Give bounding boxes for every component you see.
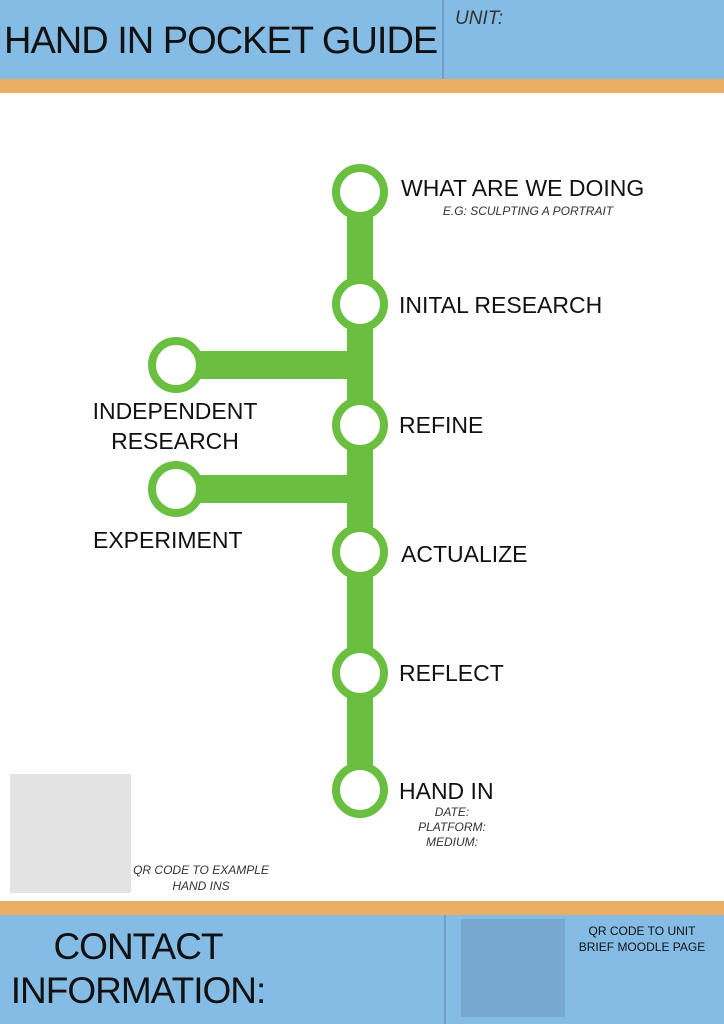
contact-line: INFORMATION: [10,970,267,1011]
footer-stripe [0,901,724,915]
caption-line: BRIEF MOODLE PAGE [578,940,706,954]
node-initial-research [332,276,388,332]
step-label: WHAT ARE WE DOING [401,175,645,201]
caption-line: HAND INS [172,879,230,893]
header-stripe [0,79,724,93]
hand-in-details: DATE: PLATFORM: MEDIUM: [402,805,502,850]
step-label: INITAL RESEARCH [399,292,603,318]
branch-label: INDEPENDENT RESEARCH [75,396,275,456]
detail-platform: PLATFORM: [418,820,486,834]
detail-date: DATE: [434,805,470,819]
detail-medium: MEDIUM: [426,835,478,849]
qr-right-caption: QR CODE TO UNIT BRIEF MOODLE PAGE [572,923,712,955]
node-refine [332,397,388,453]
header-divider [442,0,444,79]
node-hand-in [332,762,388,818]
qr-code-example-hand-ins[interactable] [10,774,131,893]
branch-label-line: RESEARCH [111,428,239,454]
header-bar [0,0,724,79]
branch-label: EXPERIMENT [93,527,243,553]
step-label: HAND IN [399,778,494,804]
qr-code-unit-brief[interactable] [461,919,565,1017]
node-independent-research [148,337,204,393]
branch-line-independent-research [176,351,360,379]
qr-left-caption: QR CODE TO EXAMPLE HAND INS [128,862,274,894]
footer-bar [0,915,724,1024]
page-title: HAND IN POCKET GUIDE [4,20,438,62]
node-actualize [332,524,388,580]
step-label: REFLECT [399,660,504,686]
node-reflect [332,645,388,701]
step-sub: E.G: SCULPTING A PORTRAIT [442,204,614,218]
node-what-are-we-doing [332,164,388,220]
branch-label-line: INDEPENDENT [92,398,258,424]
caption-line: QR CODE TO UNIT [588,924,696,938]
contact-line: CONTACT [53,926,223,967]
branch-line-experiment [176,475,360,503]
unit-label: UNIT: [455,8,504,29]
node-experiment [148,461,204,517]
footer-divider [444,915,446,1024]
step-label: REFINE [399,412,484,438]
contact-information-heading: CONTACT INFORMATION: [0,925,276,1013]
step-label: ACTUALIZE [401,541,528,567]
caption-line: QR CODE TO EXAMPLE [133,863,269,877]
